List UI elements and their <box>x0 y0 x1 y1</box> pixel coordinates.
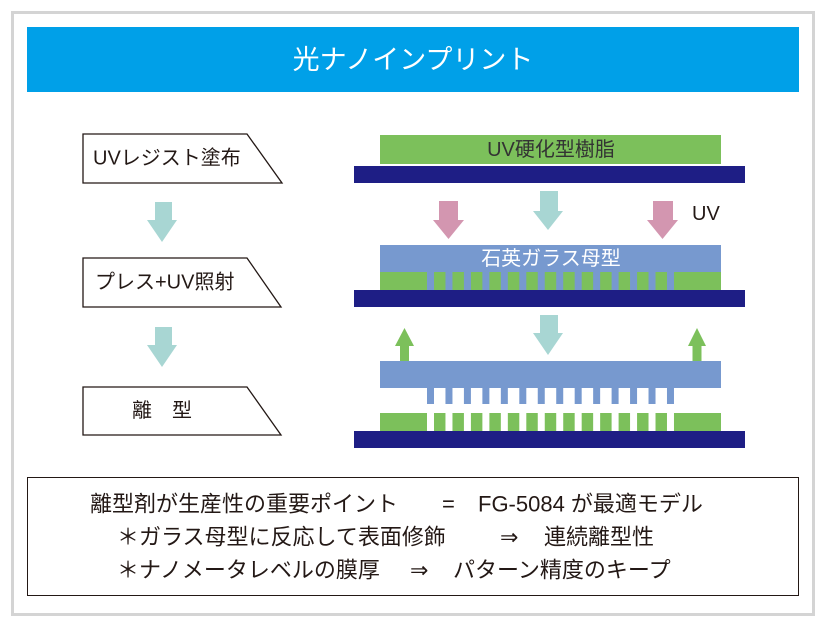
summary-conclusion: FG-5084 が最適モデル <box>478 492 703 517</box>
mold-tooth <box>630 388 638 404</box>
mold-tooth <box>574 388 582 404</box>
summary-effect-1: 連続離型性 <box>544 525 654 550</box>
resin-pattern-hole <box>611 413 619 431</box>
mold-tooth <box>500 272 508 290</box>
mold-tooth <box>666 388 674 404</box>
step-box-release <box>82 386 283 436</box>
step-label-release: 離 型 <box>132 399 192 422</box>
mold-tooth <box>593 272 601 290</box>
uv-arrow-down-icon <box>647 201 678 239</box>
process-flow: UVレジスト塗布 プレス+UV照射 離 型 <box>82 133 284 436</box>
mold-tooth <box>445 272 453 290</box>
summary-arrow-2: ⇒ <box>410 558 428 583</box>
resin-pattern-hole <box>427 413 434 431</box>
resin-pattern-holes <box>427 413 674 431</box>
mold-tooth <box>611 272 619 290</box>
mold-tooth <box>556 272 564 290</box>
resin-pattern-hole <box>482 413 490 431</box>
resin-pattern-hole <box>666 413 674 431</box>
quartz-mold-label: 石英ガラス母型 <box>481 247 621 270</box>
arrow-down-icon <box>147 327 177 367</box>
release-arrow-up-icon <box>688 328 706 362</box>
mold-tooth <box>593 388 601 404</box>
resin-pattern-hole <box>574 413 582 431</box>
quartz-mold-released <box>380 361 721 388</box>
resin-pattern-hole <box>537 413 545 431</box>
press-arrow-down-icon <box>533 191 563 230</box>
mold-tooth <box>537 272 545 290</box>
press-arrow-down-icon <box>533 315 563 355</box>
mold-tooth <box>574 272 582 290</box>
mold-tooth <box>482 272 490 290</box>
step-box-coating <box>82 133 284 184</box>
summary-key-point: 離型剤が生産性の重要ポイント <box>90 492 398 517</box>
stage-press-uv: UV 石英ガラス母型 <box>354 191 745 307</box>
mold-tooth <box>537 388 545 404</box>
mold-tooth <box>648 388 656 404</box>
resin-pattern-hole <box>630 413 638 431</box>
resin-pattern-hole <box>445 413 453 431</box>
mold-tooth <box>611 388 619 404</box>
substrate <box>354 290 745 307</box>
slide-frame <box>11 11 815 616</box>
mold-tooth <box>482 388 490 404</box>
summary-text: 離型剤が生産性の重要ポイント = FG-5084 が最適モデル ＊ガラス母型に反… <box>90 492 703 583</box>
uv-resin-layer <box>380 135 721 164</box>
resin-pattern-hole <box>593 413 601 431</box>
mold-teeth-released <box>427 388 674 404</box>
mold-tooth <box>445 388 453 404</box>
step-label-press-uv: プレス+UV照射 <box>95 271 234 294</box>
page-title: 光ナノインプリント <box>293 45 534 75</box>
uv-label: UV <box>692 203 720 225</box>
uv-arrow-down-icon <box>433 201 464 239</box>
summary-arrow-1: ⇒ <box>500 525 518 550</box>
step-box-press-uv <box>82 257 283 308</box>
release-arrow-up-icon <box>395 328 414 362</box>
substrate <box>354 166 745 183</box>
mold-tooth <box>648 272 656 290</box>
resin-pattern-hole <box>556 413 564 431</box>
mold-tooth <box>666 272 674 290</box>
mold-tooth <box>463 388 471 404</box>
substrate <box>354 431 745 448</box>
resin-pattern-hole <box>519 413 527 431</box>
mold-tooth <box>463 272 471 290</box>
summary-box <box>27 477 799 596</box>
resin-pattern-hole <box>648 413 656 431</box>
resin-pattern-hole <box>463 413 471 431</box>
stage-release <box>354 315 745 448</box>
uv-resin-label: UV硬化型樹脂 <box>487 138 615 161</box>
summary-effect-2: パターン精度のキープ <box>453 558 671 583</box>
resin-pattern-hole <box>500 413 508 431</box>
mold-tooth <box>630 272 638 290</box>
mold-tooth <box>556 388 564 404</box>
summary-equals: = <box>442 492 455 517</box>
mold-tooth <box>500 388 508 404</box>
step-label-coating: UVレジスト塗布 <box>93 147 241 170</box>
summary-cause-1: ＊ガラス母型に反応して表面修飾 <box>117 525 446 550</box>
summary-cause-2: ＊ナノメータレベルの膜厚 <box>117 558 380 583</box>
stage-coating: UV硬化型樹脂 <box>354 135 745 183</box>
quartz-mold <box>380 245 721 272</box>
title-banner <box>27 27 799 92</box>
mold-tooth <box>519 272 527 290</box>
mold-teeth-pressed <box>427 272 674 290</box>
mold-tooth <box>519 388 527 404</box>
mold-tooth <box>427 272 434 290</box>
arrow-down-icon <box>147 202 177 242</box>
mold-tooth <box>427 388 434 404</box>
